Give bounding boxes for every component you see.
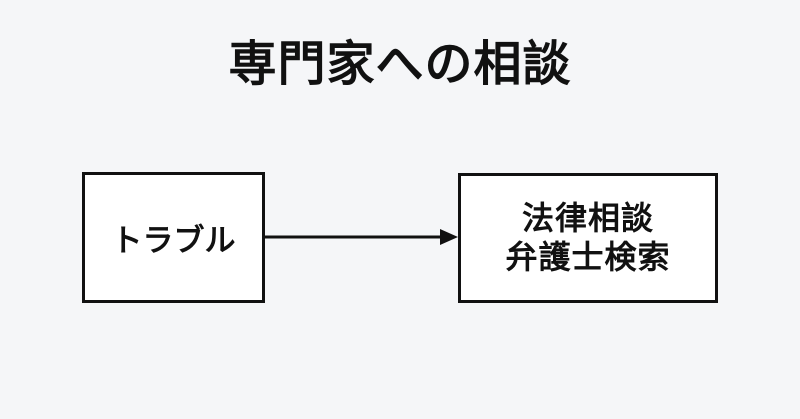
diagram-title: 専門家への相談 bbox=[228, 38, 572, 91]
consultation-box: 法律相談 弁護士検索 bbox=[458, 173, 718, 303]
consultation-box-line2: 弁護士検索 bbox=[505, 239, 671, 275]
trouble-box-label: トラブル bbox=[111, 223, 236, 258]
arrow-right-icon bbox=[265, 229, 458, 245]
trouble-box: トラブル bbox=[82, 172, 265, 303]
consultation-box-line1: 法律相談 bbox=[521, 200, 654, 236]
